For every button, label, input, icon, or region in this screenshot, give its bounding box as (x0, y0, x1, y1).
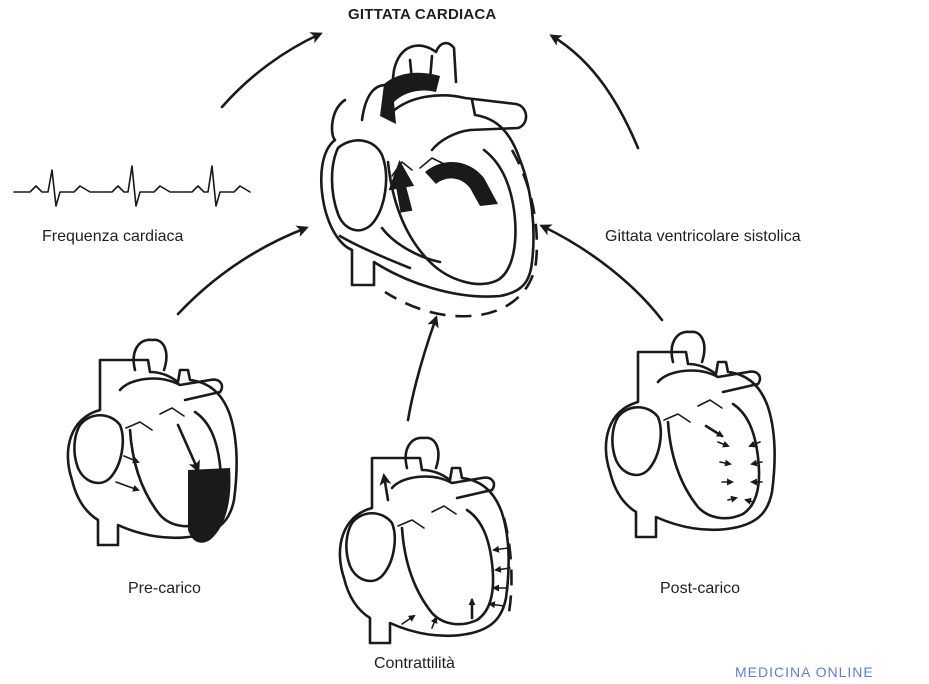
watermark: MEDICINA ONLINE (735, 664, 874, 679)
contractility-heart-illustration (340, 438, 512, 643)
label-afterload: Post-carico (660, 580, 740, 598)
label-stroke-volume: Gittata ventricolare sistolica (605, 228, 801, 246)
afterload-heart-illustration (606, 332, 775, 537)
preload-heart-illustration (68, 340, 237, 545)
ecg-trace (14, 166, 250, 206)
arrow-preload-to-stroke-volume (178, 228, 306, 314)
central-heart-illustration (321, 43, 537, 316)
arrow-contractility-to-stroke-volume (408, 318, 436, 420)
label-contractility: Contrattilità (374, 655, 455, 673)
arrow-heart-rate-to-output (222, 34, 320, 107)
arrow-stroke-volume-to-output (552, 36, 638, 148)
label-preload: Pre-carico (128, 580, 201, 598)
label-heart-rate: Frequenza cardiaca (42, 228, 183, 246)
title-cardiac-output: GITTATA CARDIACA (348, 6, 496, 23)
